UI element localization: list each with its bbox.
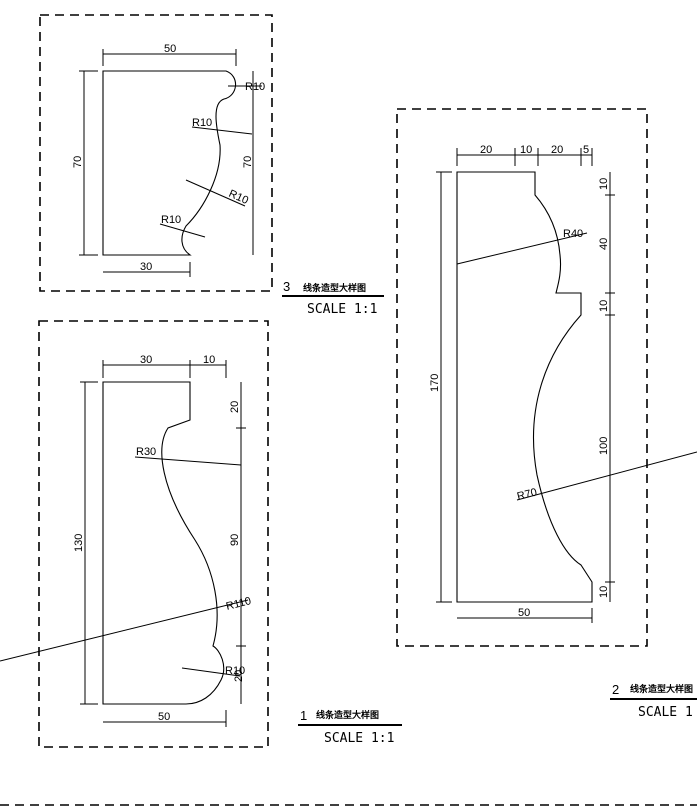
detail-1-radius-3: R10: [225, 665, 245, 677]
detail-3-radius-2: R10: [192, 117, 212, 129]
detail-2-profile: [456, 171, 593, 603]
detail-1-title: 1 线条造型大样图 SCALE 1:1: [298, 708, 402, 746]
detail-3-dim-top: 50: [164, 43, 176, 55]
detail-1-number: 1: [300, 708, 307, 723]
detail-1-dim-left: 130: [73, 534, 85, 552]
detail-3-scale: SCALE 1:1: [307, 302, 377, 317]
detail-1-dim-top-b: 10: [203, 354, 215, 366]
detail-2-frame: [396, 108, 648, 647]
detail-3-radius-3: R10: [227, 188, 250, 207]
detail-1-dim-top-a: 30: [140, 354, 152, 366]
detail-3-dim-left: 70: [72, 156, 84, 168]
detail-3-dim-right: 70: [242, 156, 254, 168]
detail-1-scale: SCALE 1:1: [324, 731, 394, 746]
detail-2-dim-left: 170: [429, 374, 441, 392]
detail-1: 30 10 130 20 90 20 50 R30 R110 R10: [0, 320, 269, 748]
detail-2-title: 2 线条造型大样图 SCALE 1: [610, 682, 697, 720]
detail-2-dim-top-d: 5: [583, 144, 589, 156]
detail-3-title-cn: 线条造型大样图: [303, 282, 366, 293]
detail-2-scale: SCALE 1: [638, 705, 693, 720]
detail-2-radius-1: R40: [563, 228, 583, 240]
detail-2-dim-top-c: 20: [551, 144, 563, 156]
detail-2-dim-top-a: 20: [480, 144, 492, 156]
detail-2-dim-right-b: 40: [598, 238, 610, 250]
detail-3-frame: [39, 14, 273, 292]
detail-1-dim-right-b: 90: [229, 534, 241, 546]
detail-2-title-cn: 线条造型大样图: [630, 683, 693, 694]
detail-1-radius-2: R110: [225, 595, 253, 613]
detail-1-dim-bottom: 50: [158, 711, 170, 723]
detail-1-title-cn: 线条造型大样图: [316, 709, 379, 720]
detail-3-radius-4: R10: [161, 214, 181, 226]
detail-3-radius-1: R10: [245, 81, 265, 93]
detail-3-title: 3 线条造型大样图 SCALE 1:1: [282, 279, 384, 317]
detail-1-radius-1: R30: [136, 446, 156, 458]
detail-3-profile: [102, 70, 237, 256]
detail-2-dim-top-b: 10: [520, 144, 532, 156]
detail-1-profile: [102, 381, 225, 705]
detail-2-dim-bottom: 50: [518, 607, 530, 619]
detail-2-radius-2: R70: [516, 486, 538, 503]
detail-1-dim-right-a: 20: [229, 401, 241, 413]
detail-2-dim-right-a: 10: [598, 178, 610, 190]
detail-3-number: 3: [283, 279, 290, 294]
detail-1-frame: [38, 320, 269, 748]
detail-2-dim-right-e: 10: [598, 586, 610, 598]
detail-2-number: 2: [612, 682, 619, 697]
detail-2-dim-right-c: 10: [598, 300, 610, 312]
detail-2: 20 10 20 5 170 10 40 10 100 10 50 R40 R7…: [396, 108, 697, 647]
detail-3-dim-bottom: 30: [140, 261, 152, 273]
detail-2-dim-right-d: 100: [598, 437, 610, 455]
detail-3: 50 70 70 30 R10 R10 R10 R10: [39, 14, 273, 292]
